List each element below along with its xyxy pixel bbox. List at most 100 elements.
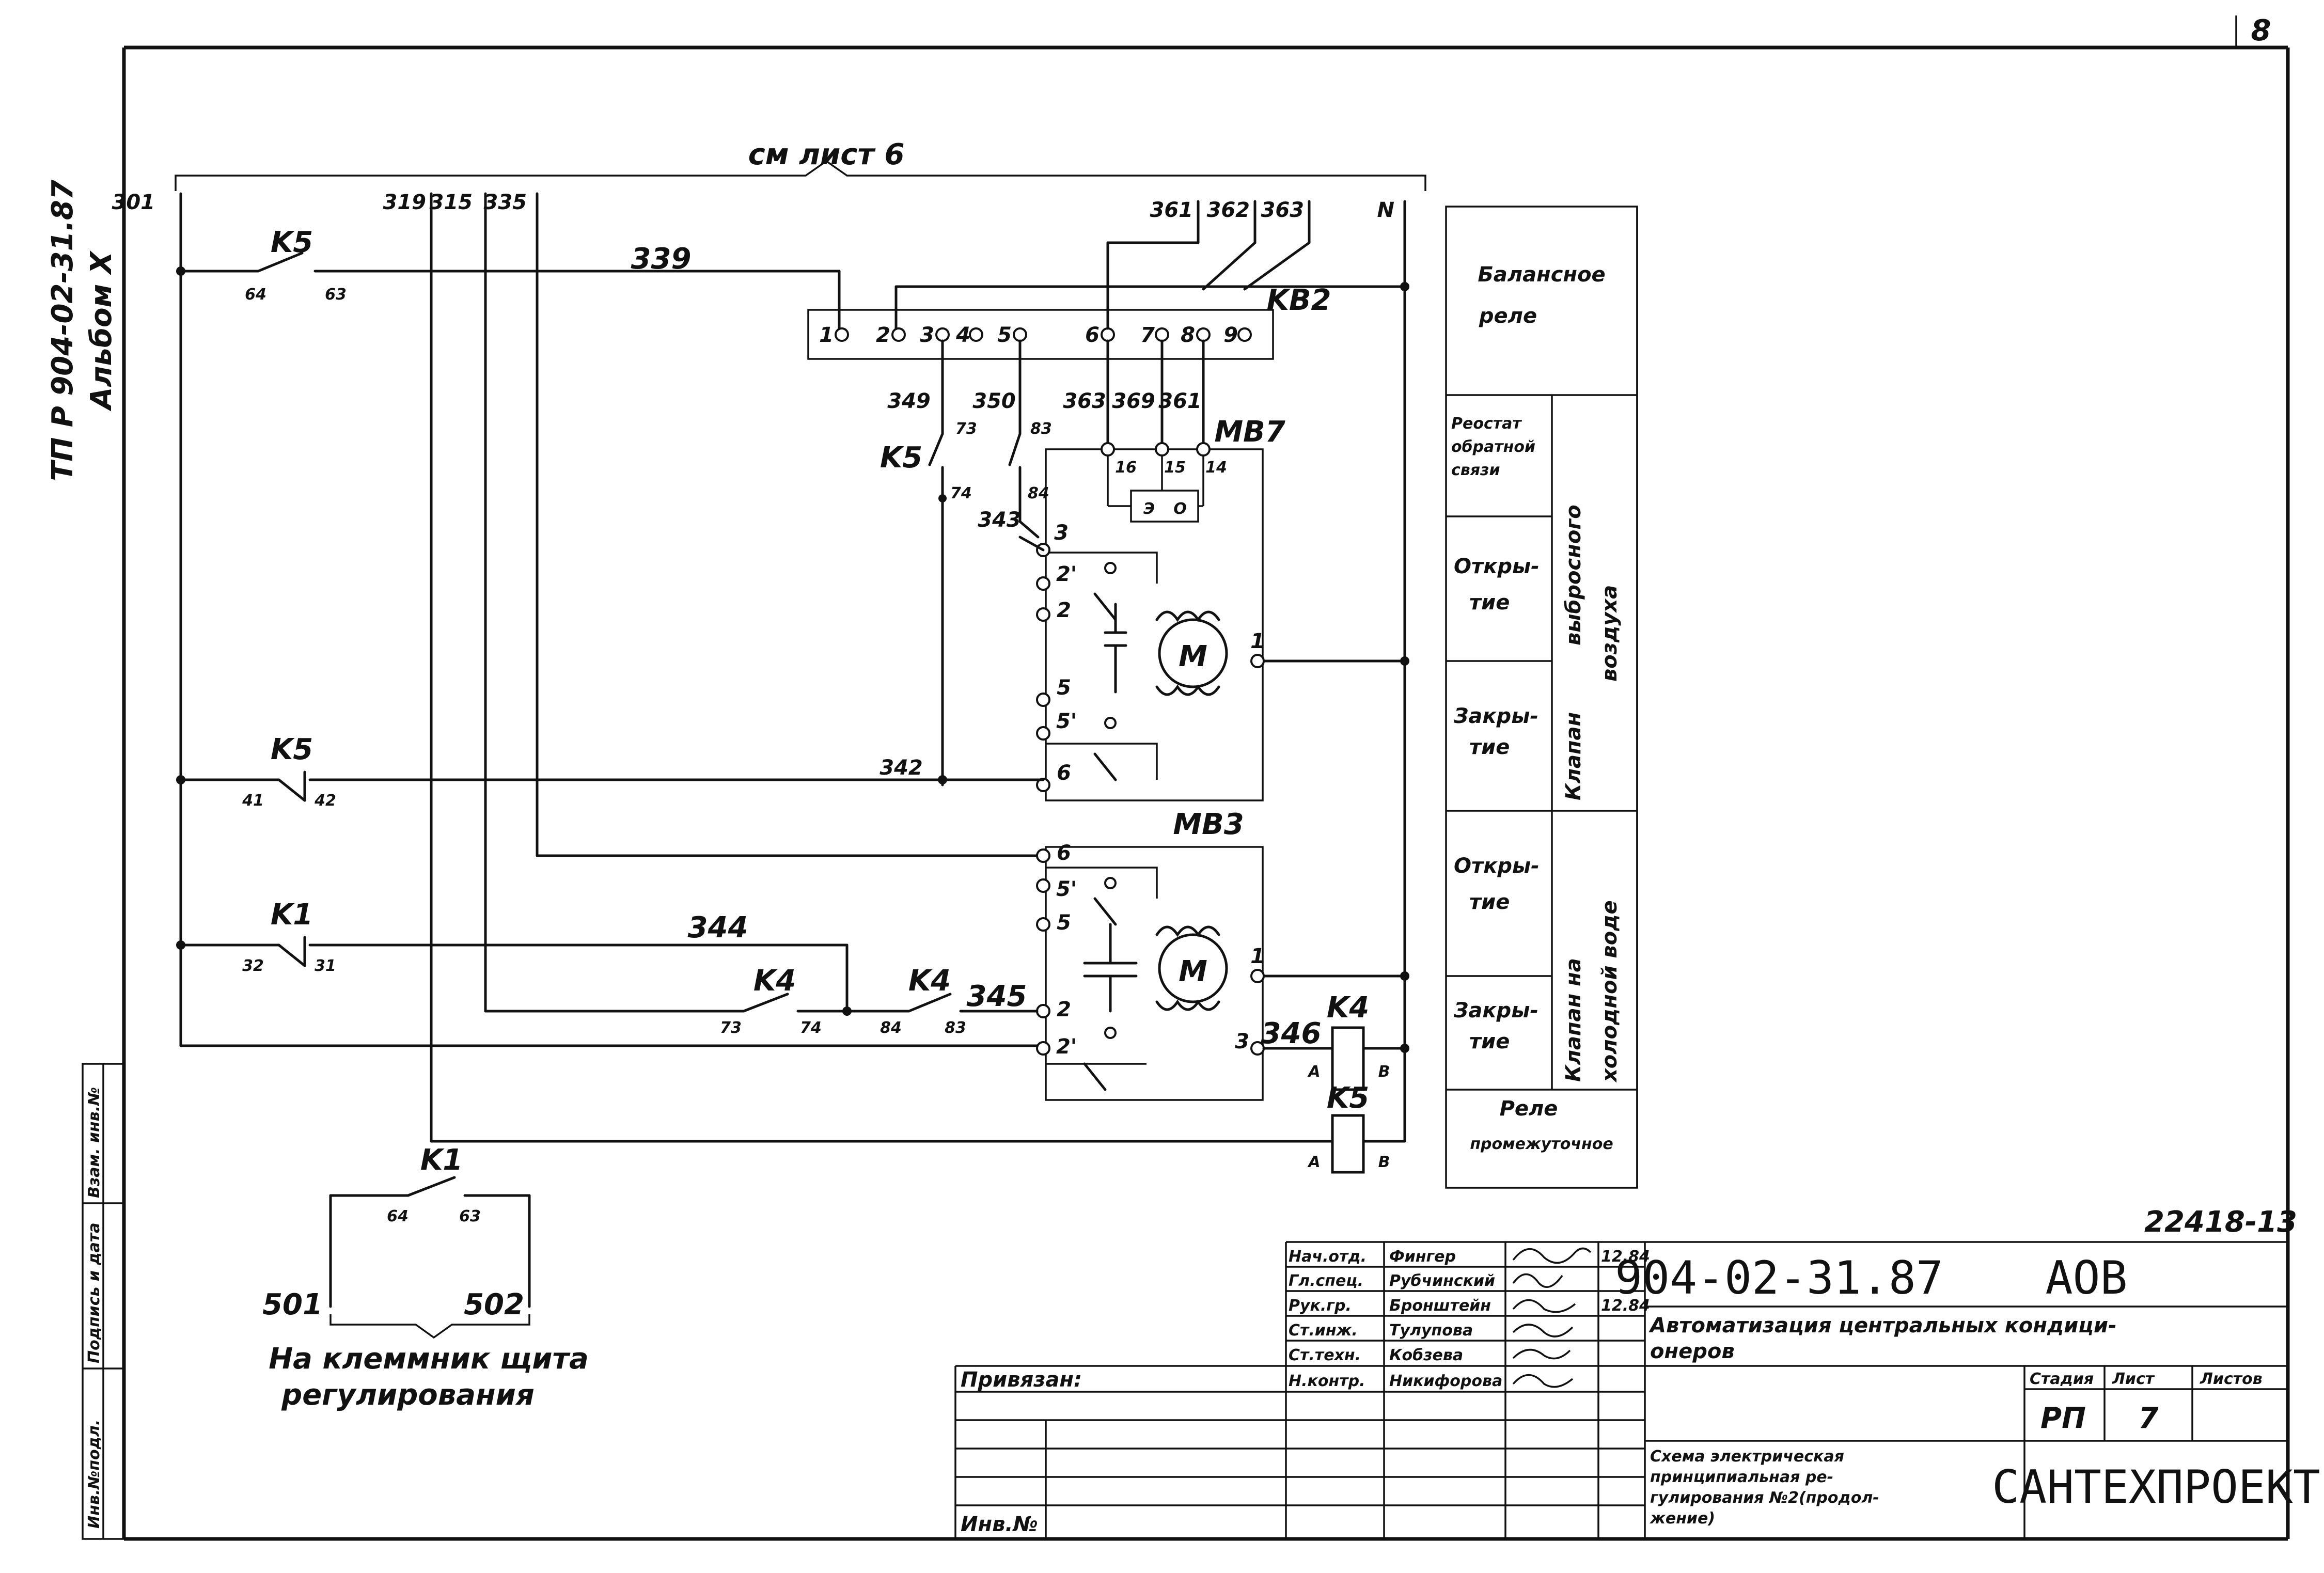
title-block-grid bbox=[954, 1241, 2288, 1539]
contact-31: 31 bbox=[315, 957, 336, 975]
kb2-terminal-1: 1 bbox=[819, 323, 834, 347]
k1-label-mid: K1 bbox=[271, 898, 313, 932]
k1-label-low: K1 bbox=[420, 1143, 463, 1177]
legend-close-1-b: тие bbox=[1469, 735, 1510, 759]
contact-84-b: 84 bbox=[880, 1019, 902, 1037]
contact-41: 41 bbox=[242, 792, 264, 810]
organization: САНТЕХПРОЕКТ bbox=[1992, 1460, 2320, 1514]
mb7-pin-3: 3 bbox=[1054, 521, 1069, 545]
legend-exhaust-valve-2: выбросного bbox=[1562, 505, 1585, 646]
corner-sheet-number: 8 bbox=[2251, 14, 2271, 48]
title-inv: Инв.№ bbox=[961, 1513, 1038, 1536]
sheets-header: Листов bbox=[2200, 1370, 2263, 1388]
motor-label-mb3: M bbox=[1179, 955, 1207, 988]
title-code: 904-02-31.87 bbox=[1615, 1251, 1943, 1304]
title-name-1: Фингер bbox=[1389, 1248, 1456, 1266]
row-k5-339 bbox=[176, 251, 1409, 332]
stage-value: РП bbox=[2040, 1402, 2086, 1435]
wire-label-346: 346 bbox=[1261, 1017, 1322, 1050]
mb3-actuator bbox=[536, 846, 1409, 1101]
k5-label-low: K5 bbox=[271, 733, 313, 766]
wire-label-361: 361 bbox=[1150, 198, 1194, 222]
wire-label-344: 344 bbox=[688, 911, 748, 945]
legend-column bbox=[1445, 206, 1638, 1189]
drawing-title-1: Схема электрическая bbox=[1650, 1448, 1844, 1466]
mb7-terminal-16: 16 bbox=[1115, 459, 1137, 477]
contact-42: 42 bbox=[314, 792, 336, 810]
mb7-pin-5: 5 bbox=[1057, 676, 1071, 700]
contact-73-a: 73 bbox=[955, 420, 977, 438]
legend-exhaust-valve-vertical: Клапан выбросного воздуха bbox=[1562, 505, 1622, 800]
row-k4-coil bbox=[179, 1026, 1409, 1091]
mb3-pin-5: 5 bbox=[1057, 911, 1071, 935]
mb3-label: MB3 bbox=[1173, 808, 1244, 841]
kb2-terminal-8: 8 bbox=[1181, 323, 1195, 347]
legend-open-2-a: Откры- bbox=[1454, 854, 1540, 878]
kb2-terminal-6: 6 bbox=[1085, 323, 1100, 347]
note-terminal-block-1: На клеммник щита bbox=[269, 1342, 589, 1376]
k4-label-a: K4 bbox=[753, 964, 796, 998]
wire-label-345: 345 bbox=[967, 980, 1027, 1013]
stamp-inv-no: Инв.№подл. bbox=[85, 1420, 103, 1529]
kb2-terminal-9: 9 bbox=[1223, 323, 1238, 347]
title-role-1: Нач.отд. bbox=[1289, 1248, 1367, 1266]
mb7-pin-2p: 2' bbox=[1056, 562, 1077, 586]
legend-close-2-b: тие bbox=[1469, 1030, 1510, 1053]
mb7-label: MB7 bbox=[1214, 415, 1285, 449]
side-stamp: Инв.№подл. Подпись и дата Взам. инв.№ bbox=[82, 1063, 125, 1540]
legend-water-valve-2: холодной воде bbox=[1598, 900, 1622, 1083]
k4-label-b: K4 bbox=[908, 964, 951, 998]
title-role-6: Н.контр. bbox=[1289, 1372, 1365, 1390]
legend-water-valve-vertical: Клапан на холодной воде bbox=[1562, 900, 1622, 1083]
title-role-5: Ст.техн. bbox=[1289, 1346, 1361, 1364]
wire-label-349: 349 bbox=[887, 389, 931, 413]
legend-close-1-a: Закры- bbox=[1453, 704, 1538, 728]
contact-73-b: 73 bbox=[720, 1019, 742, 1037]
album-number: Альбом X bbox=[85, 250, 118, 412]
kb2-terminals bbox=[835, 327, 1252, 342]
mb7-pin-5p: 5' bbox=[1056, 710, 1077, 733]
wire-label-369: 369 bbox=[1112, 389, 1155, 413]
drawing-title-2: принципиальная ре- bbox=[1650, 1468, 1833, 1486]
mb7-pin-1: 1 bbox=[1250, 630, 1265, 653]
wire-label-301: 301 bbox=[112, 191, 155, 214]
wire-label-n: N bbox=[1377, 198, 1394, 222]
title-project-1: Автоматизация центральных кондици- bbox=[1648, 1314, 2117, 1338]
legend-rheostat-2: обратной bbox=[1451, 438, 1535, 456]
title-project-2: онеров bbox=[1650, 1340, 1735, 1363]
title-name-6: Никифорова bbox=[1389, 1372, 1502, 1390]
stamp-signature-date: Подпись и дата bbox=[85, 1223, 103, 1363]
wire-label-350: 350 bbox=[972, 389, 1016, 413]
pot-terminal-e: Э bbox=[1143, 500, 1155, 518]
title-tied: Привязан: bbox=[961, 1368, 1082, 1392]
wire-label-502: 502 bbox=[464, 1288, 524, 1322]
drawing-title-4: жение) bbox=[1649, 1509, 1715, 1528]
row-k1-344 bbox=[176, 936, 849, 1013]
contact-63-b: 63 bbox=[459, 1207, 481, 1225]
legend-balance-relay-2: реле bbox=[1479, 304, 1537, 328]
kb2-label: KB2 bbox=[1266, 284, 1331, 317]
album-code: ТП Р 904-02-31.87 bbox=[46, 180, 80, 481]
title-role-3: Рук.гр. bbox=[1289, 1297, 1352, 1315]
mb3-pin-5p: 5' bbox=[1056, 877, 1077, 901]
contact-32: 32 bbox=[242, 957, 264, 975]
contact-64-b: 64 bbox=[387, 1207, 409, 1225]
kb2-terminal-4: 4 bbox=[955, 323, 970, 347]
kb2-terminal-7: 7 bbox=[1140, 323, 1155, 347]
legend-open-2-b: тие bbox=[1469, 890, 1510, 914]
row-k5-coil bbox=[430, 1114, 1406, 1174]
mb7-pin-6: 6 bbox=[1057, 761, 1071, 785]
k4-coil-b: B bbox=[1378, 1063, 1390, 1081]
wire-label-363: 363 bbox=[1261, 198, 1305, 222]
legend-open-1-b: тие bbox=[1469, 591, 1510, 615]
legend-rheostat-3: связи bbox=[1451, 461, 1500, 479]
contact-63-a: 63 bbox=[325, 286, 347, 304]
k5-coil-label: K5 bbox=[1327, 1081, 1369, 1115]
bus-lines bbox=[179, 192, 1406, 1143]
sheet-header: Лист bbox=[2112, 1370, 2155, 1388]
legend-balance-relay-1: Балансное bbox=[1478, 263, 1605, 287]
title-name-5: Кобзева bbox=[1389, 1346, 1463, 1364]
wire-label-343: 343 bbox=[978, 508, 1021, 532]
title-role-4: Ст.инж. bbox=[1289, 1322, 1358, 1340]
legend-relay-1: Реле bbox=[1500, 1097, 1558, 1121]
